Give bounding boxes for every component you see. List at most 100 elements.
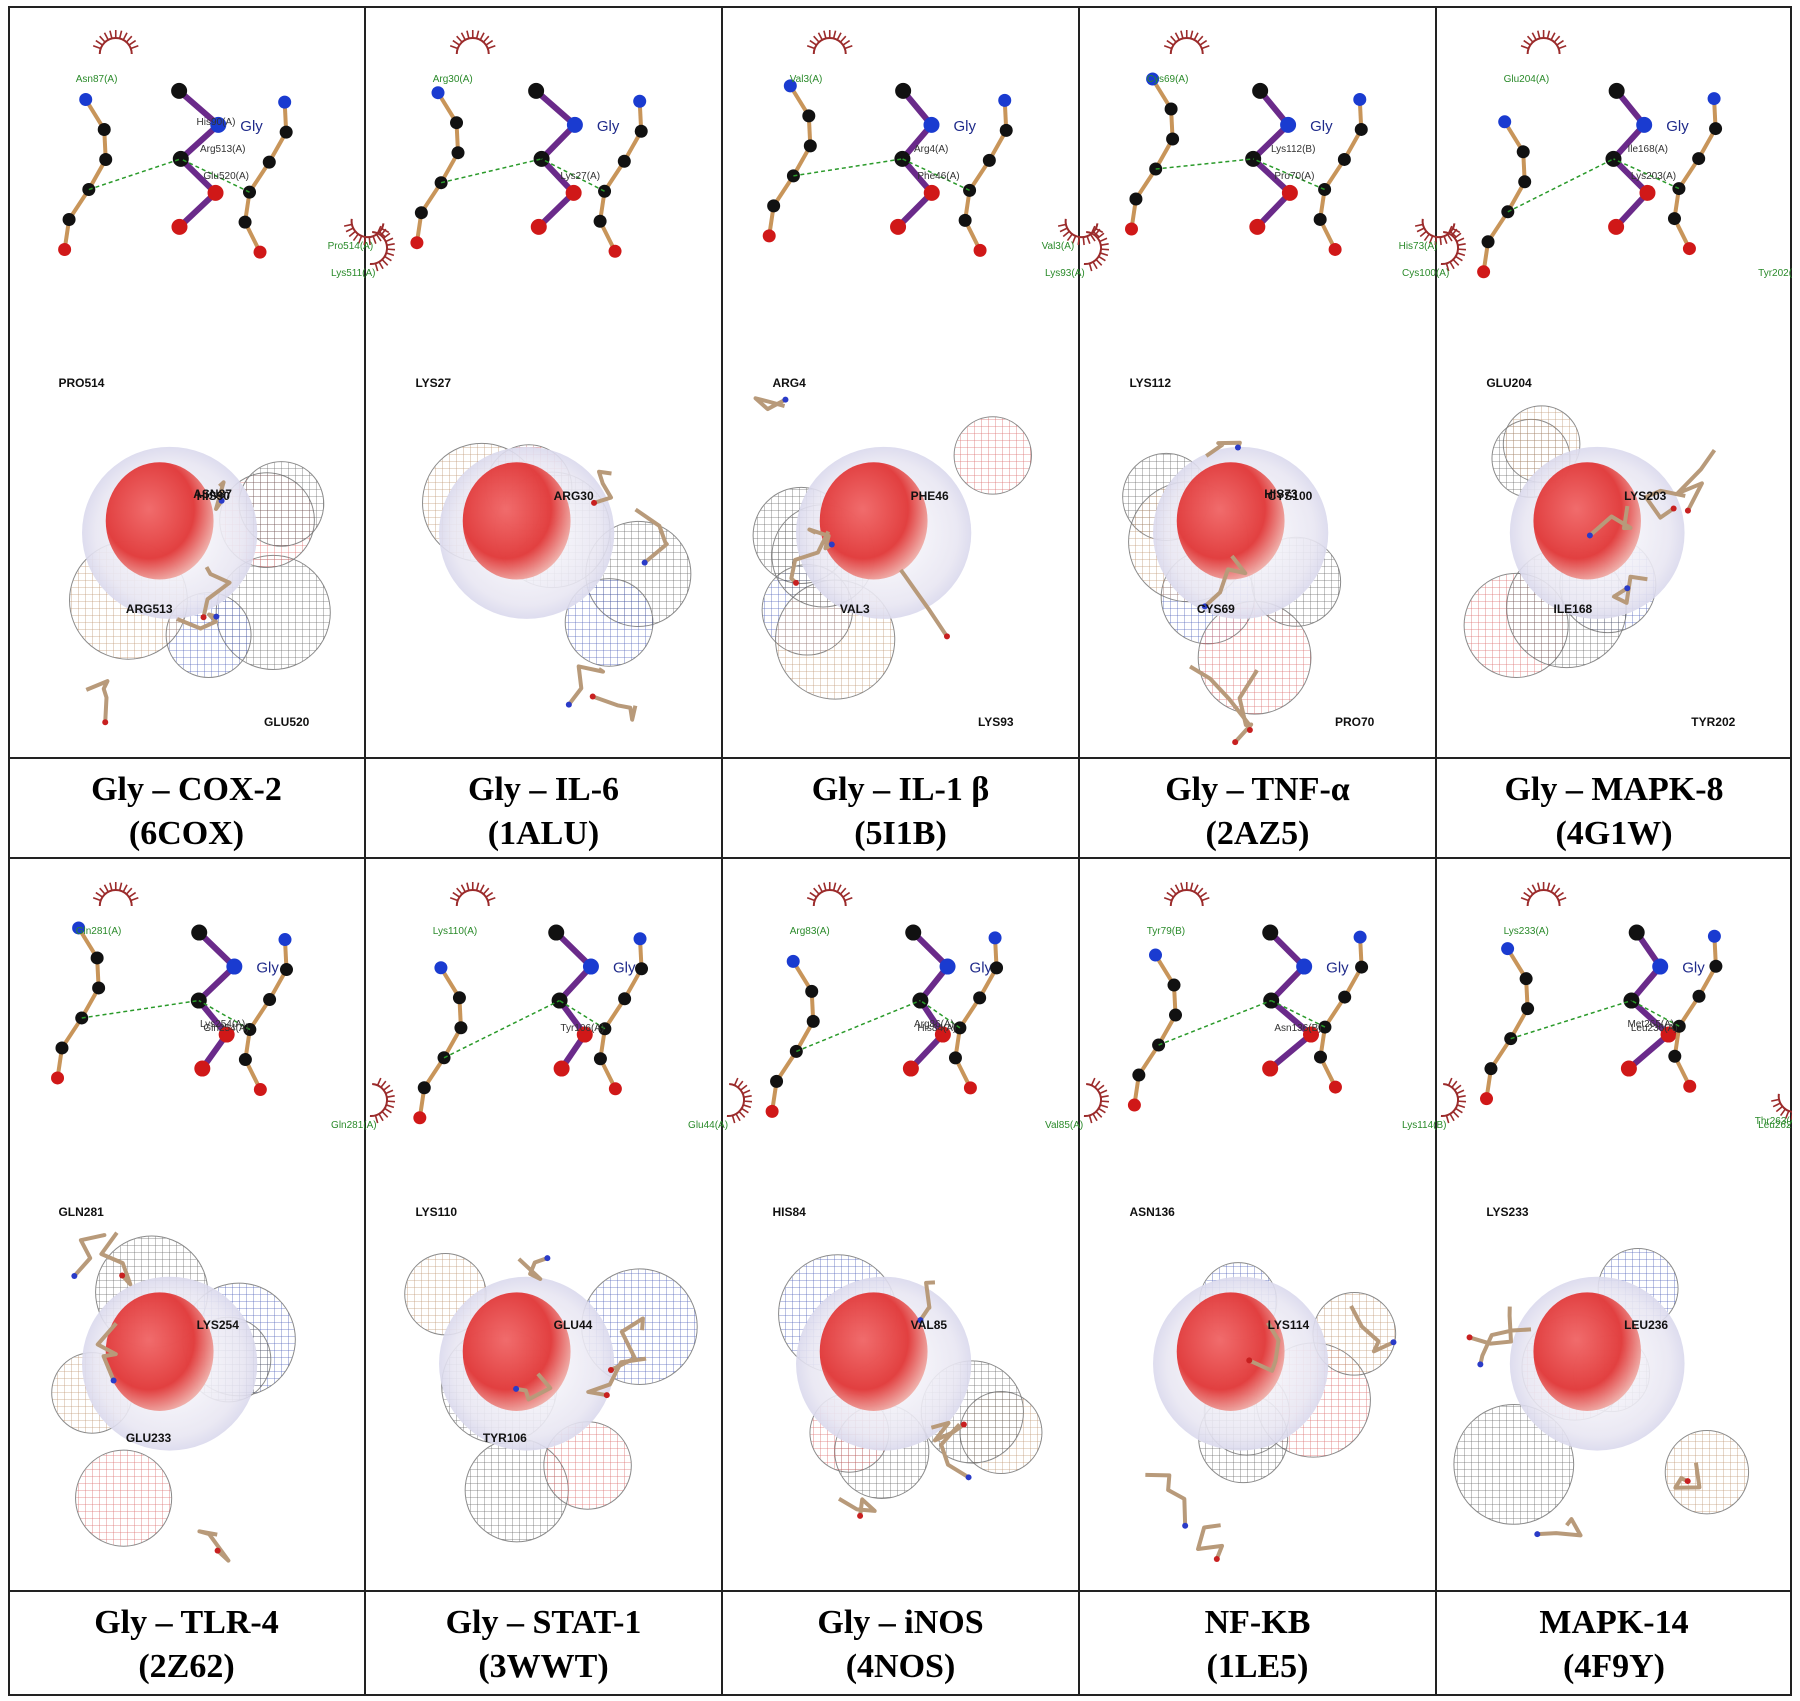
panel-caption-pdb-id: (4G1W): [1555, 815, 1672, 852]
residue-label-2d: Lys233(A): [1504, 926, 1549, 937]
residue-label-3d: ASN87: [193, 487, 232, 501]
panel-caption-title: Gly – MAPK-8: [1504, 771, 1723, 808]
residue-label-3d: CYS100: [1268, 489, 1313, 503]
hydrogen-bond: [1631, 999, 1680, 1027]
ligand-label: Gly: [256, 960, 279, 977]
hydrogen-bond: [440, 158, 542, 184]
panel-caption-title: MAPK-14: [1539, 1604, 1688, 1641]
hydrophobic-contact-arc: [449, 30, 496, 55]
ligand-label: Gly: [1666, 118, 1689, 135]
residue-label-3d: HIS73: [1264, 487, 1298, 501]
hydrogen-bond: [1510, 999, 1632, 1040]
ligand-structure: [890, 82, 940, 235]
panel-1-4: GlyLys233(A)Leu236(A)Leu262(A)Met265(A)T…: [1453, 882, 1792, 1685]
residue-label-3d: LYS233: [1486, 1205, 1529, 1219]
residue-label-2d: Lys114(B): [1402, 1120, 1446, 1131]
residue-label-2d: Arg30(A): [433, 74, 473, 85]
residue-label-3d: GLU44: [554, 1318, 593, 1332]
panel-caption-title: Gly – COX-2: [91, 771, 282, 808]
residue-stick: [567, 664, 606, 706]
hydrogen-bond: [541, 158, 605, 192]
hydrophobic-contact-arc: [1440, 225, 1467, 272]
residue-stick: [1145, 1472, 1188, 1526]
residue-label-2d: Phe46(A): [917, 171, 959, 182]
residue-label-2d: Arg86(A): [914, 1019, 954, 1030]
panel-0-2: GlyVal3(A)Phe46(A)Lys93(A)Arg4(A)Val3(A)…: [752, 30, 1110, 852]
electronegative-surface: [1533, 462, 1641, 580]
electronegative-surface: [462, 1292, 571, 1411]
panel-caption-pdb-id: (6COX): [129, 815, 244, 852]
hydrogen-bond: [1155, 158, 1254, 170]
residue-structure: [1127, 930, 1369, 1112]
residue-stick: [807, 527, 833, 551]
residue-stick: [1196, 1523, 1225, 1560]
hydrophobic-contact-arc: [1771, 1093, 1792, 1121]
residue-stick: [634, 507, 669, 565]
residue-stick: [1478, 1327, 1532, 1365]
residue-label-2d: Lys511(A): [331, 268, 375, 279]
hydrogen-bond: [198, 999, 251, 1031]
residue-label-2d: Ile168(A): [1627, 144, 1668, 155]
residue-label-2d: His90(A): [197, 117, 236, 128]
residue-label-3d: VAL3: [840, 602, 870, 616]
residue-stick: [1203, 554, 1248, 608]
residue-label-2d: His73(A): [1399, 241, 1438, 252]
panel-caption-pdb-id: (1ALU): [488, 815, 599, 852]
hydrogen-bond: [1507, 158, 1614, 213]
ligand-label: Gly: [970, 960, 993, 977]
electronegative-surface: [1533, 1292, 1641, 1411]
electronegative-surface: [1176, 462, 1285, 580]
hydrophobic-contact-arc: [449, 882, 496, 907]
residue-label-2d: Arg513(A): [200, 144, 246, 155]
ligand-label: Gly: [240, 118, 263, 135]
mesh-sphere: [564, 578, 654, 667]
electronegative-surface: [462, 462, 571, 580]
hydrophobic-contact-arc: [92, 882, 139, 907]
residue-label-2d: Val3(A): [790, 74, 823, 85]
residue-label-2d: Gln281(A): [76, 926, 122, 937]
residue-label-2d: Gln281(A): [331, 1120, 377, 1131]
hydrophobic-contact-arc: [1163, 30, 1210, 55]
residue-label-3d: ARG4: [772, 376, 806, 390]
residue-structure: [765, 931, 1004, 1118]
residue-stick: [899, 568, 949, 638]
panel-0-4: GlyGlu204(A)Lys203(A)Tyr202(A)Ile168(A)G…: [1463, 30, 1792, 852]
residue-label-3d: LEU236: [1624, 1318, 1668, 1332]
residue-label-3d: ILE168: [1554, 602, 1593, 616]
hydrophobic-contact-arc: [1163, 882, 1210, 907]
ligand-structure: [1620, 924, 1677, 1077]
residue-label-3d: ARG30: [554, 489, 594, 503]
ligand-structure: [171, 82, 227, 235]
residue-label-3d: GLN281: [58, 1205, 104, 1219]
electronegative-surface: [1176, 1292, 1285, 1411]
residue-label-3d: GLU233: [126, 1431, 172, 1445]
residue-label-3d: LYS254: [197, 1318, 240, 1332]
ligand-structure: [190, 924, 243, 1077]
residue-label-2d: Asn87(A): [76, 74, 118, 85]
ligand-structure: [1605, 82, 1656, 235]
docking-figure: GlyAsn87(A)Glu520(A)Lys511(A)Arg513(A)Pr…: [8, 6, 1792, 1696]
residue-label-2d: Tyr79(B): [1147, 926, 1185, 937]
residue-structure: [1124, 72, 1368, 256]
residue-stick: [610, 1316, 645, 1372]
residue-stick: [1468, 1306, 1513, 1346]
panel-1-2: GlyArg83(A)His84(A)Val85(A)Arg86(A)HIS84…: [765, 882, 1110, 1685]
residue-label-3d: LYS27: [415, 376, 451, 390]
ligand-label: Gly: [613, 960, 636, 977]
residue-label-3d: HIS84: [772, 1205, 806, 1219]
panel-caption-title: Gly – iNOS: [817, 1604, 983, 1641]
hydrogen-bond: [1252, 158, 1325, 191]
figure-grid: [8, 6, 1792, 1696]
hydrophobic-contact-arc: [92, 30, 139, 55]
residue-label-2d: Val3(A): [1042, 241, 1075, 252]
residue-label-3d: LYS110: [415, 1205, 457, 1219]
residue-label-3d: LYS112: [1129, 376, 1171, 390]
ligand-label: Gly: [953, 118, 976, 135]
ligand-structure: [1262, 924, 1320, 1077]
panel-caption-pdb-id: (4NOS): [846, 1648, 956, 1685]
residue-label-2d: Glu520(A): [203, 171, 249, 182]
hydrophobic-contact-arc: [1083, 225, 1110, 272]
residue-structure: [58, 93, 293, 259]
residue-label-2d: Glu204(A): [1504, 74, 1550, 85]
electronegative-surface: [819, 462, 928, 580]
